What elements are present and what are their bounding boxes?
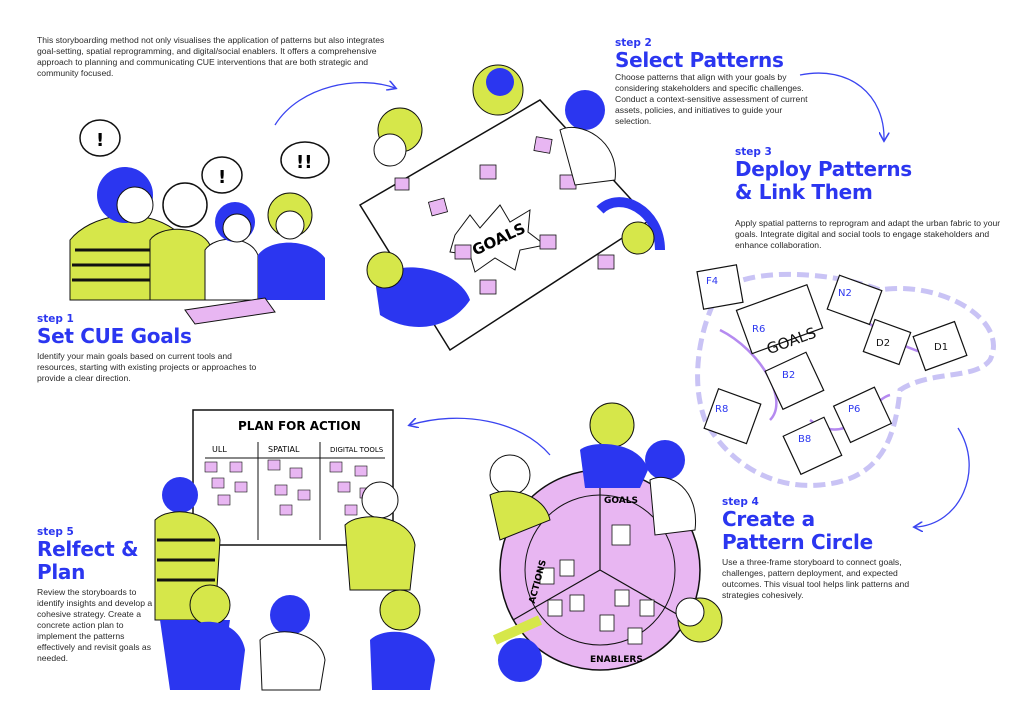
svg-text:!: !	[218, 167, 226, 188]
step-label: step 3	[735, 146, 772, 158]
svg-text:D2: D2	[876, 338, 890, 349]
step-title: Set CUE Goals	[37, 324, 192, 348]
illustration-set-goals: ! ! !!	[69, 119, 330, 325]
step-4-pattern-circle: step 4 Create a Pattern Circle Use a thr…	[722, 496, 912, 601]
svg-text:DIGITAL TOOLS: DIGITAL TOOLS	[330, 446, 384, 454]
svg-text:!: !	[96, 130, 104, 151]
intro-text: This storyboarding method not only visua…	[37, 35, 385, 78]
svg-text:!!: !!	[296, 152, 312, 173]
illustration-pattern-circle: GOALS ACTIONS ENABLERS	[489, 402, 723, 682]
svg-text:PLAN FOR ACTION: PLAN FOR ACTION	[238, 419, 361, 433]
step-label: step 5	[37, 526, 74, 538]
svg-text:SPATIAL: SPATIAL	[268, 445, 300, 454]
step-description: Apply spatial patterns to reprogram and …	[735, 218, 1001, 250]
step-description: Choose patterns that align with your goa…	[615, 72, 808, 126]
flow-arrow-3-4	[915, 427, 970, 527]
svg-text:B8: B8	[798, 434, 811, 445]
step-description: Use a three-frame storyboard to connect …	[722, 557, 910, 600]
svg-text:R8: R8	[715, 404, 728, 415]
step-title-line-1: Relfect &	[37, 537, 139, 561]
illustration-deploy-patterns: F4 R6 GOALS N2 D2 D1 B2 R8 B8 P6	[695, 264, 996, 488]
step-label: step 1	[37, 313, 74, 325]
svg-text:P6: P6	[848, 404, 860, 415]
step-title-line-2: Plan	[37, 560, 86, 584]
step-description: Review the storyboards to identify insig…	[37, 587, 153, 663]
illustration-select-patterns: GOALS	[358, 64, 665, 352]
step-2-select-patterns: step 2 Select Patterns Choose patterns t…	[615, 37, 815, 127]
svg-text:R6: R6	[752, 324, 765, 335]
svg-text:ULL: ULL	[212, 445, 227, 454]
svg-text:GOALS: GOALS	[604, 496, 638, 506]
step-1-set-goals: step 1 Set CUE Goals Identify your main …	[37, 313, 262, 384]
step-title-line-2: & Link Them	[735, 180, 873, 204]
flow-arrow-1-2	[274, 83, 395, 126]
flow-arrow-2-3	[799, 72, 884, 140]
step-label: step 4	[722, 496, 759, 508]
step-description: Identify your main goals based on curren…	[37, 351, 257, 383]
step-5-reflect-plan: step 5 Relfect & Plan Review the storybo…	[37, 526, 157, 664]
svg-text:D1: D1	[934, 342, 948, 353]
step-3-deploy-patterns: step 3 Deploy Patterns & Link Them Apply…	[735, 146, 1005, 251]
illustration-reflect-plan: PLAN FOR ACTION ULL SPATIAL DIGITAL TOOL…	[154, 409, 435, 691]
svg-text:B2: B2	[782, 370, 795, 381]
step-label: step 2	[615, 37, 652, 49]
step-title: Select Patterns	[615, 48, 784, 72]
step-title-line-2: Pattern Circle	[722, 530, 873, 554]
flow-arrow-4-5	[410, 417, 551, 456]
svg-text:N2: N2	[838, 288, 852, 299]
svg-text:F4: F4	[706, 276, 718, 287]
step-title-line-1: Create a	[722, 507, 815, 531]
svg-text:ENABLERS: ENABLERS	[590, 655, 643, 665]
step-title-line-1: Deploy Patterns	[735, 157, 912, 181]
